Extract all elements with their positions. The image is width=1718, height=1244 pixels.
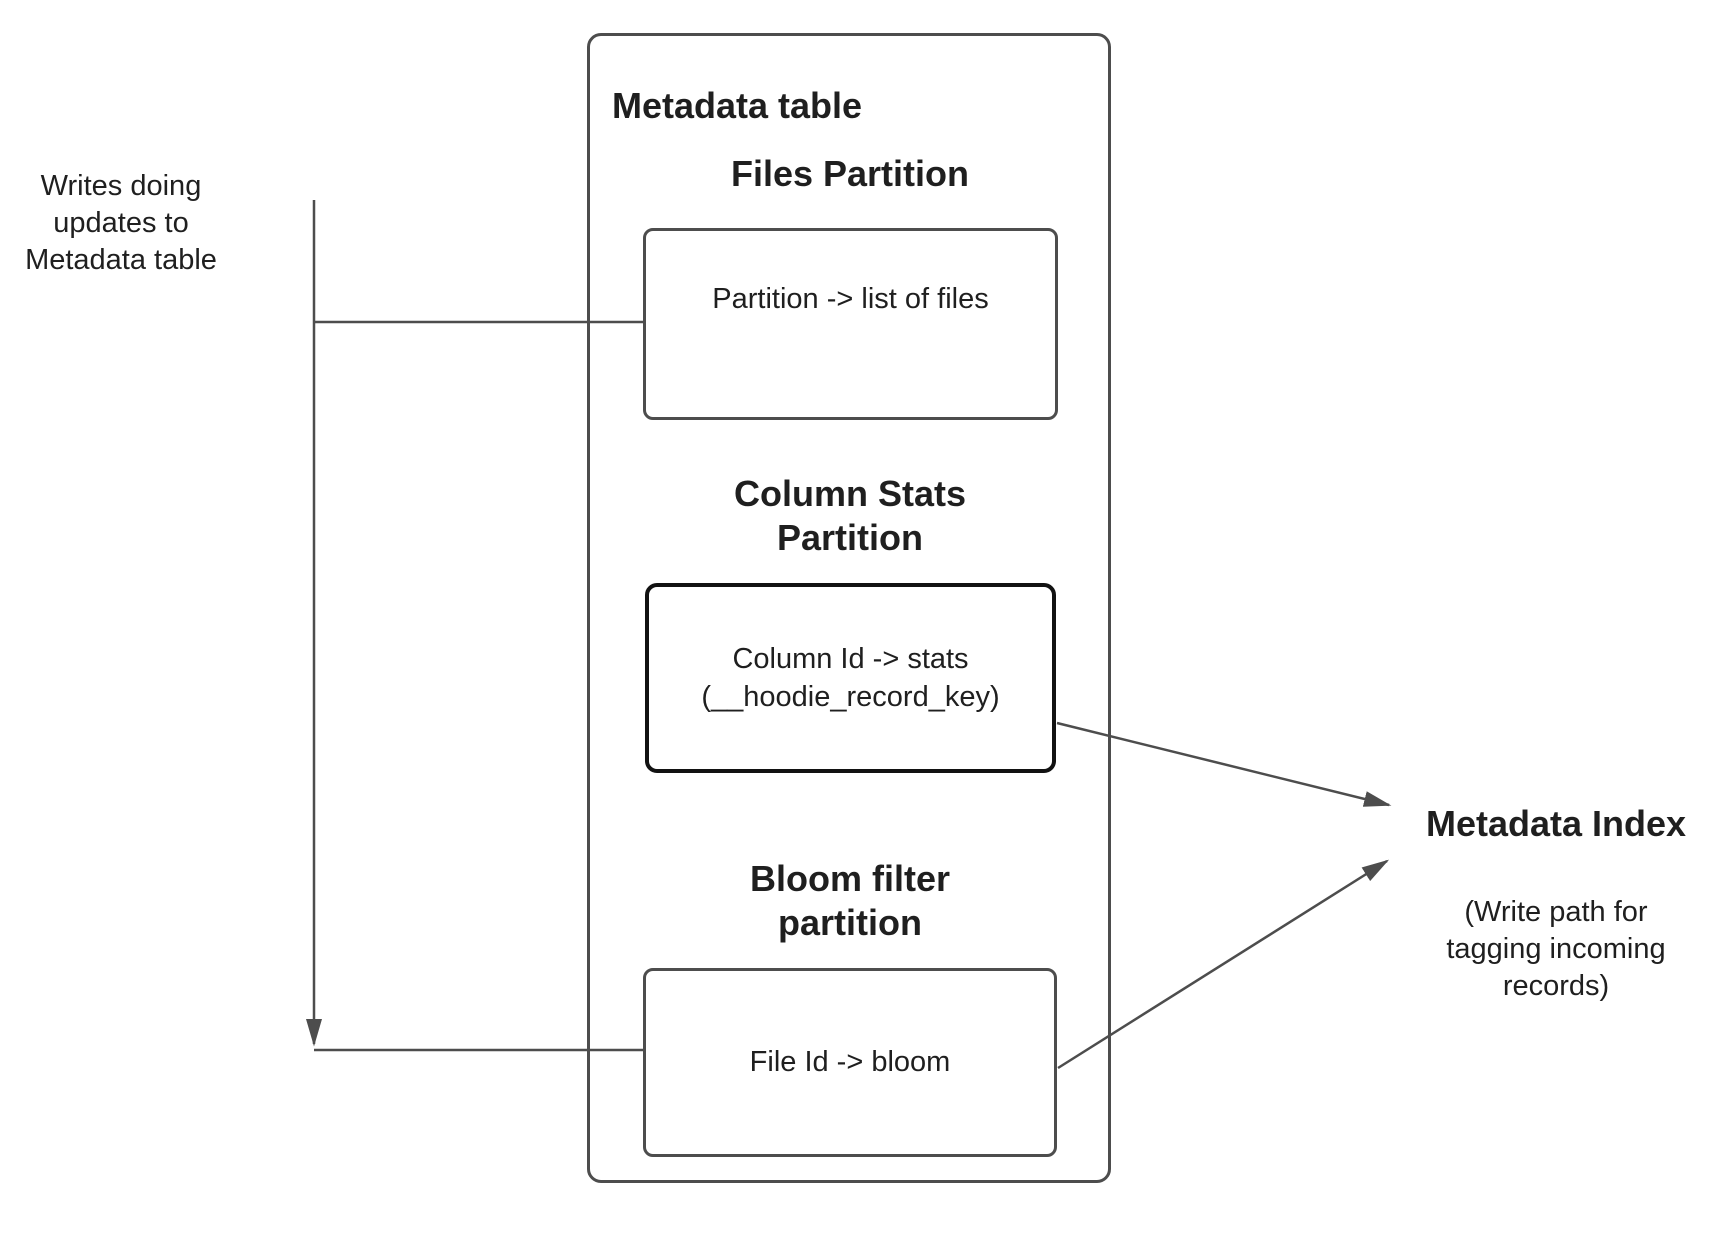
- writes-updates-note: Writes doing updates to Metadata table: [25, 170, 217, 276]
- files-partition-heading: Files Partition: [730, 153, 970, 194]
- metadata-table-title: Metadata table: [612, 85, 863, 126]
- column-stats-partition-box: Column Id -> stats (__hoodie_record_key): [645, 583, 1056, 773]
- bloom-filter-partition-mapping: File Id -> bloom: [749, 1046, 951, 1078]
- column-stats-partition-heading: Column Stats Partition: [733, 473, 966, 558]
- bloom-filter-partition-heading: Bloom filter partition: [749, 858, 950, 943]
- metadata-table-container: [587, 33, 1111, 1183]
- bloom-to-index-arrow: [1057, 859, 1390, 1070]
- metadata-index-note: (Write path for tagging incoming records…: [1446, 896, 1666, 1002]
- files-partition-mapping: Partition -> list of files: [712, 283, 989, 315]
- files-partition-box: Partition -> list of files: [643, 228, 1058, 420]
- metadata-index-title: Metadata Index: [1425, 803, 1687, 844]
- bloom-filter-partition-box: File Id -> bloom: [643, 968, 1057, 1157]
- stats-to-index-arrow: [1056, 721, 1392, 807]
- column-stats-partition-mapping: Column Id -> stats (__hoodie_record_key): [701, 643, 1000, 713]
